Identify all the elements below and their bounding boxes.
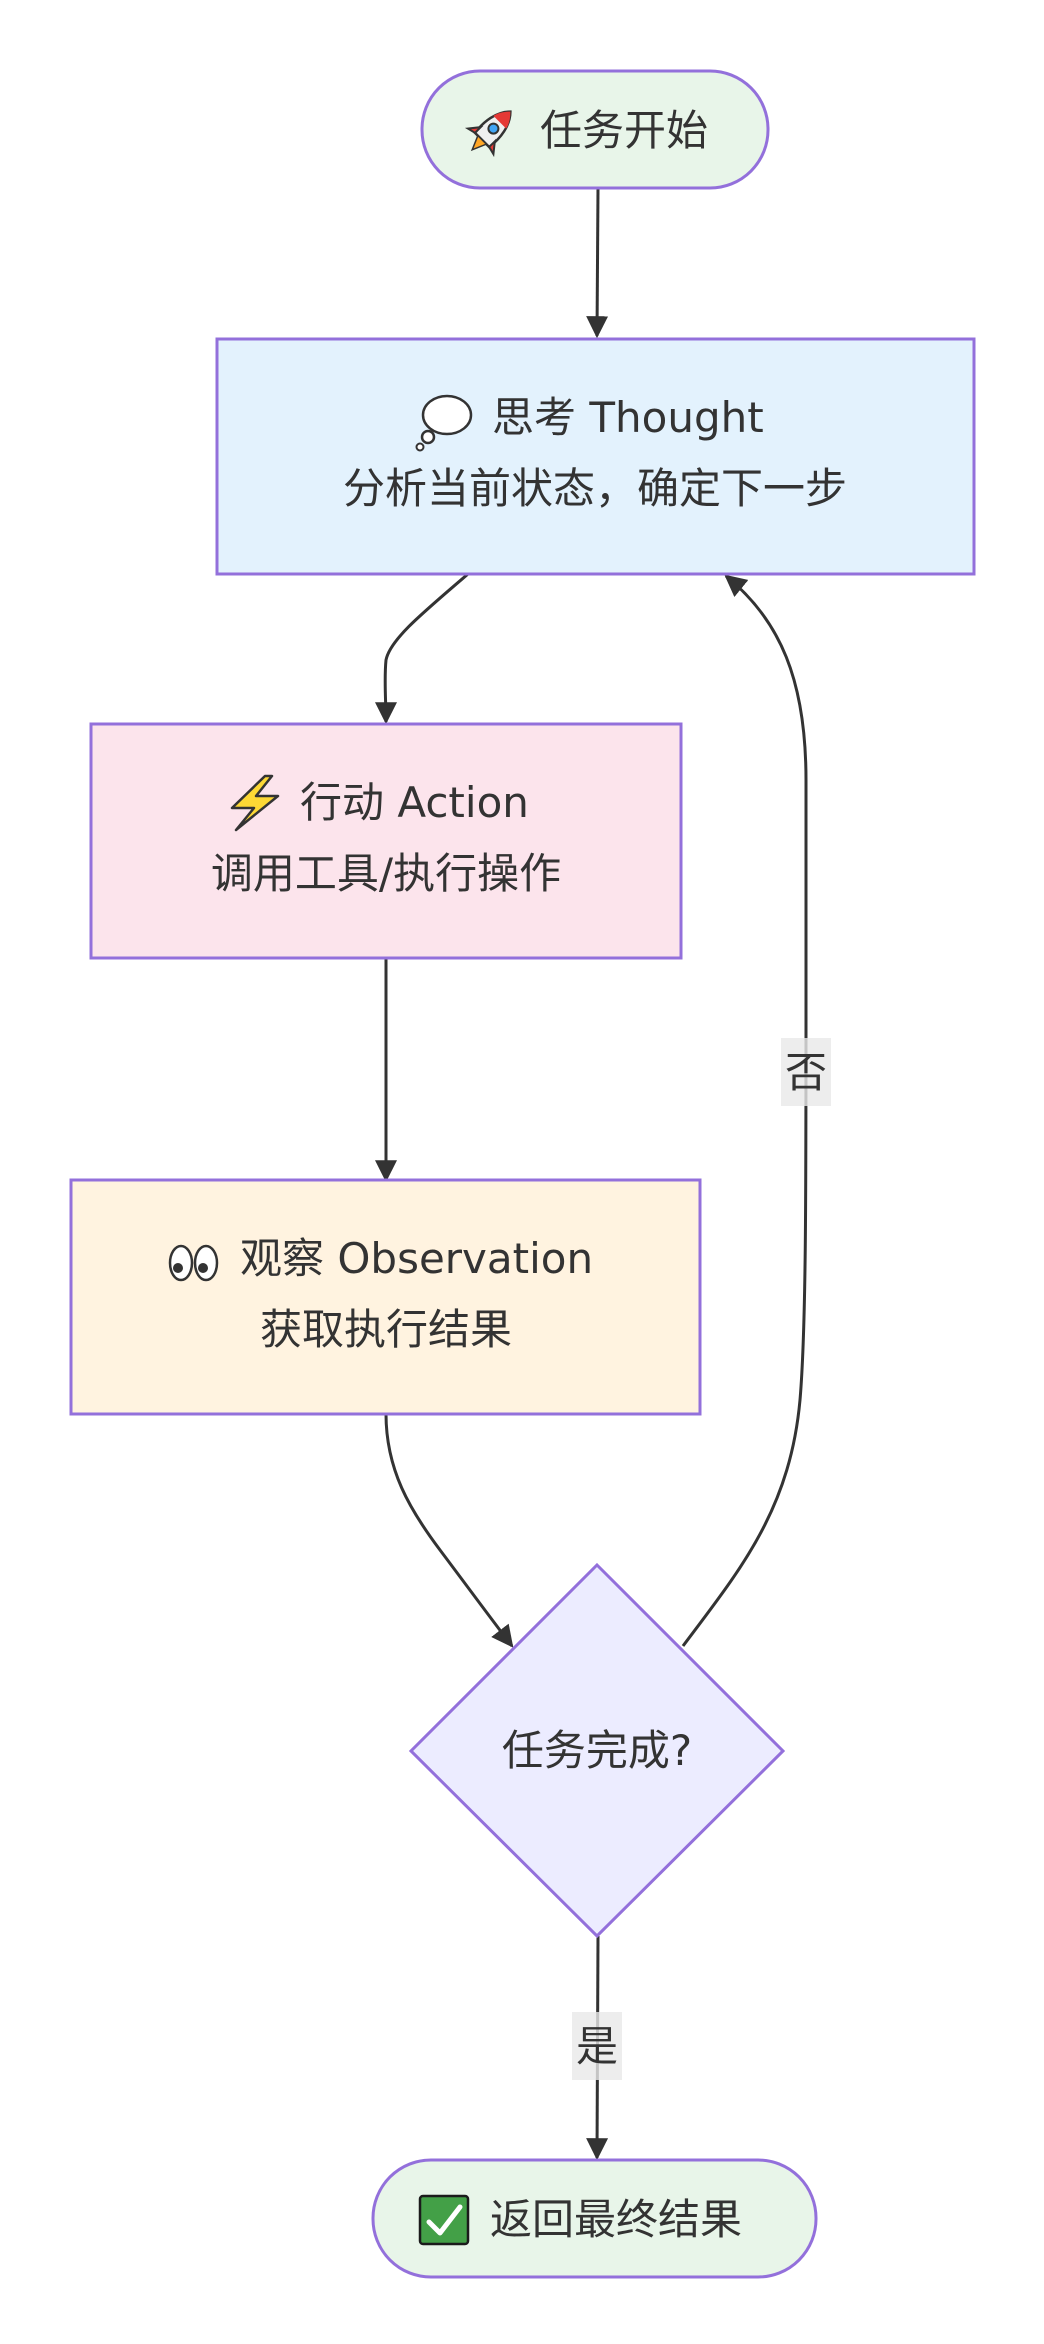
- rocket-icon: [464, 110, 512, 158]
- action-subtitle: 调用工具/执行操作: [211, 849, 561, 898]
- edge-label-no-text: 否: [785, 1048, 827, 1097]
- action-node: 行动 Action 调用工具/执行操作: [89, 722, 683, 960]
- edge-start-to-thought: [586, 187, 609, 339]
- thought-bubble-icon: [415, 394, 473, 452]
- edge-label-yes-text: 是: [576, 2022, 618, 2071]
- edges: 否 是: [374, 187, 831, 2161]
- decision-label: 任务完成?: [502, 1726, 692, 1775]
- start-node: 任务开始: [420, 69, 770, 190]
- check-mark-icon: [418, 2194, 470, 2246]
- thought-node: 思考 Thought 分析当前状态，确定下一步: [215, 337, 976, 576]
- edge-label-no: 否: [781, 1038, 831, 1106]
- eyes-icon: [168, 1244, 219, 1282]
- lightning-icon: [230, 774, 280, 832]
- thought-title: 思考 Thought: [492, 393, 764, 442]
- edge-decision-to-thought: [681, 574, 808, 1647]
- start-label: 任务开始: [540, 106, 708, 155]
- edge-thought-to-action: [374, 572, 469, 725]
- action-title: 行动 Action: [300, 778, 529, 827]
- observation-title: 观察 Observation: [240, 1234, 593, 1283]
- end-node: 返回最终结果: [371, 2158, 818, 2279]
- edge-label-yes: 是: [572, 2012, 622, 2080]
- thought-subtitle: 分析当前状态，确定下一步: [343, 464, 847, 513]
- decision-node: 任务完成?: [408, 1562, 786, 1939]
- observation-node: 观察 Observation 获取执行结果: [69, 1178, 702, 1416]
- observation-subtitle: 获取执行结果: [260, 1305, 512, 1354]
- end-label: 返回最终结果: [490, 2195, 742, 2244]
- edge-observation-to-decision: [384, 1413, 514, 1648]
